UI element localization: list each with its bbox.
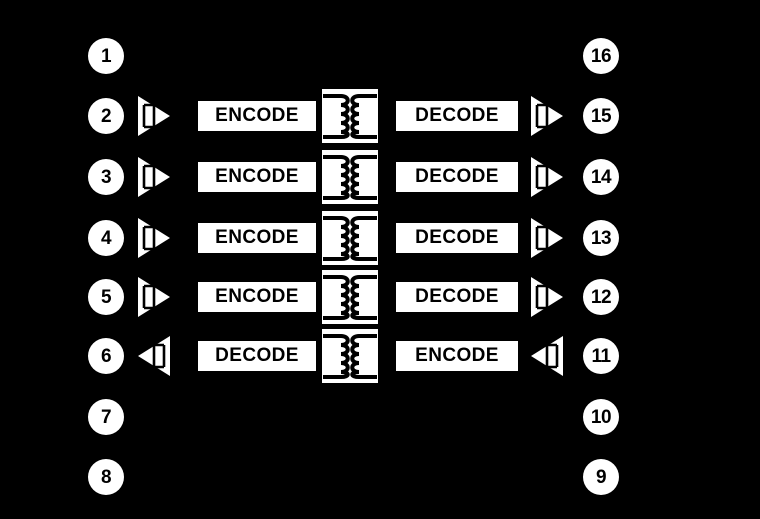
encode-block-row2: ENCODE	[198, 162, 316, 192]
decode-block-row5: DECODE	[198, 341, 316, 371]
schmitt-buffer-right-icon-row3-out	[529, 217, 565, 259]
schmitt-buffer-right-icon-row4-out	[529, 276, 565, 318]
encode-block-row5: ENCODE	[396, 341, 518, 371]
pin-circle-10[interactable]: 10	[583, 399, 619, 435]
pin-circle-9[interactable]: 9	[583, 459, 619, 495]
encode-block-row3: ENCODE	[198, 223, 316, 253]
pin-circle-3[interactable]: 3	[88, 159, 124, 195]
pin-circle-5[interactable]: 5	[88, 279, 124, 315]
pin-circle-11[interactable]: 11	[583, 338, 619, 374]
encode-block-row4: ENCODE	[198, 282, 316, 312]
transformer-icon-row4	[322, 270, 378, 324]
schmitt-buffer-right-icon	[136, 95, 172, 137]
schmitt-buffer-right-icon-row2-in	[136, 156, 172, 198]
transformer-icon-row5	[322, 329, 378, 383]
decode-block-row1: DECODE	[396, 101, 518, 131]
decode-block-row2: DECODE	[396, 162, 518, 192]
pin-circle-16[interactable]: 16	[583, 38, 619, 74]
pin-circle-7[interactable]: 7	[88, 399, 124, 435]
transformer-icon-row1	[322, 89, 378, 143]
transformer-icon-row3	[322, 211, 378, 265]
pin-circle-12[interactable]: 12	[583, 279, 619, 315]
schmitt-buffer-right-icon-row3-in	[136, 217, 172, 259]
pin-circle-13[interactable]: 13	[583, 220, 619, 256]
schmitt-buffer-right-icon-row1-out	[529, 95, 565, 137]
pin-circle-4[interactable]: 4	[88, 220, 124, 256]
decode-block-row3: DECODE	[396, 223, 518, 253]
transformer-icon-row2	[322, 150, 378, 204]
pin-circle-8[interactable]: 8	[88, 459, 124, 495]
pin-circle-15[interactable]: 15	[583, 98, 619, 134]
schmitt-buffer-right-icon-row4-in	[136, 276, 172, 318]
schmitt-buffer-left-icon-row5-out	[136, 335, 172, 377]
pin-circle-14[interactable]: 14	[583, 159, 619, 195]
pin-circle-2[interactable]: 2	[88, 98, 124, 134]
encode-block-row1: ENCODE	[198, 101, 316, 131]
schmitt-buffer-left-icon-row5-in	[529, 335, 565, 377]
pin-circle-6[interactable]: 6	[88, 338, 124, 374]
pin-circle-1[interactable]: 1	[88, 38, 124, 74]
schmitt-buffer-right-icon-row2-out	[529, 156, 565, 198]
decode-block-row4: DECODE	[396, 282, 518, 312]
